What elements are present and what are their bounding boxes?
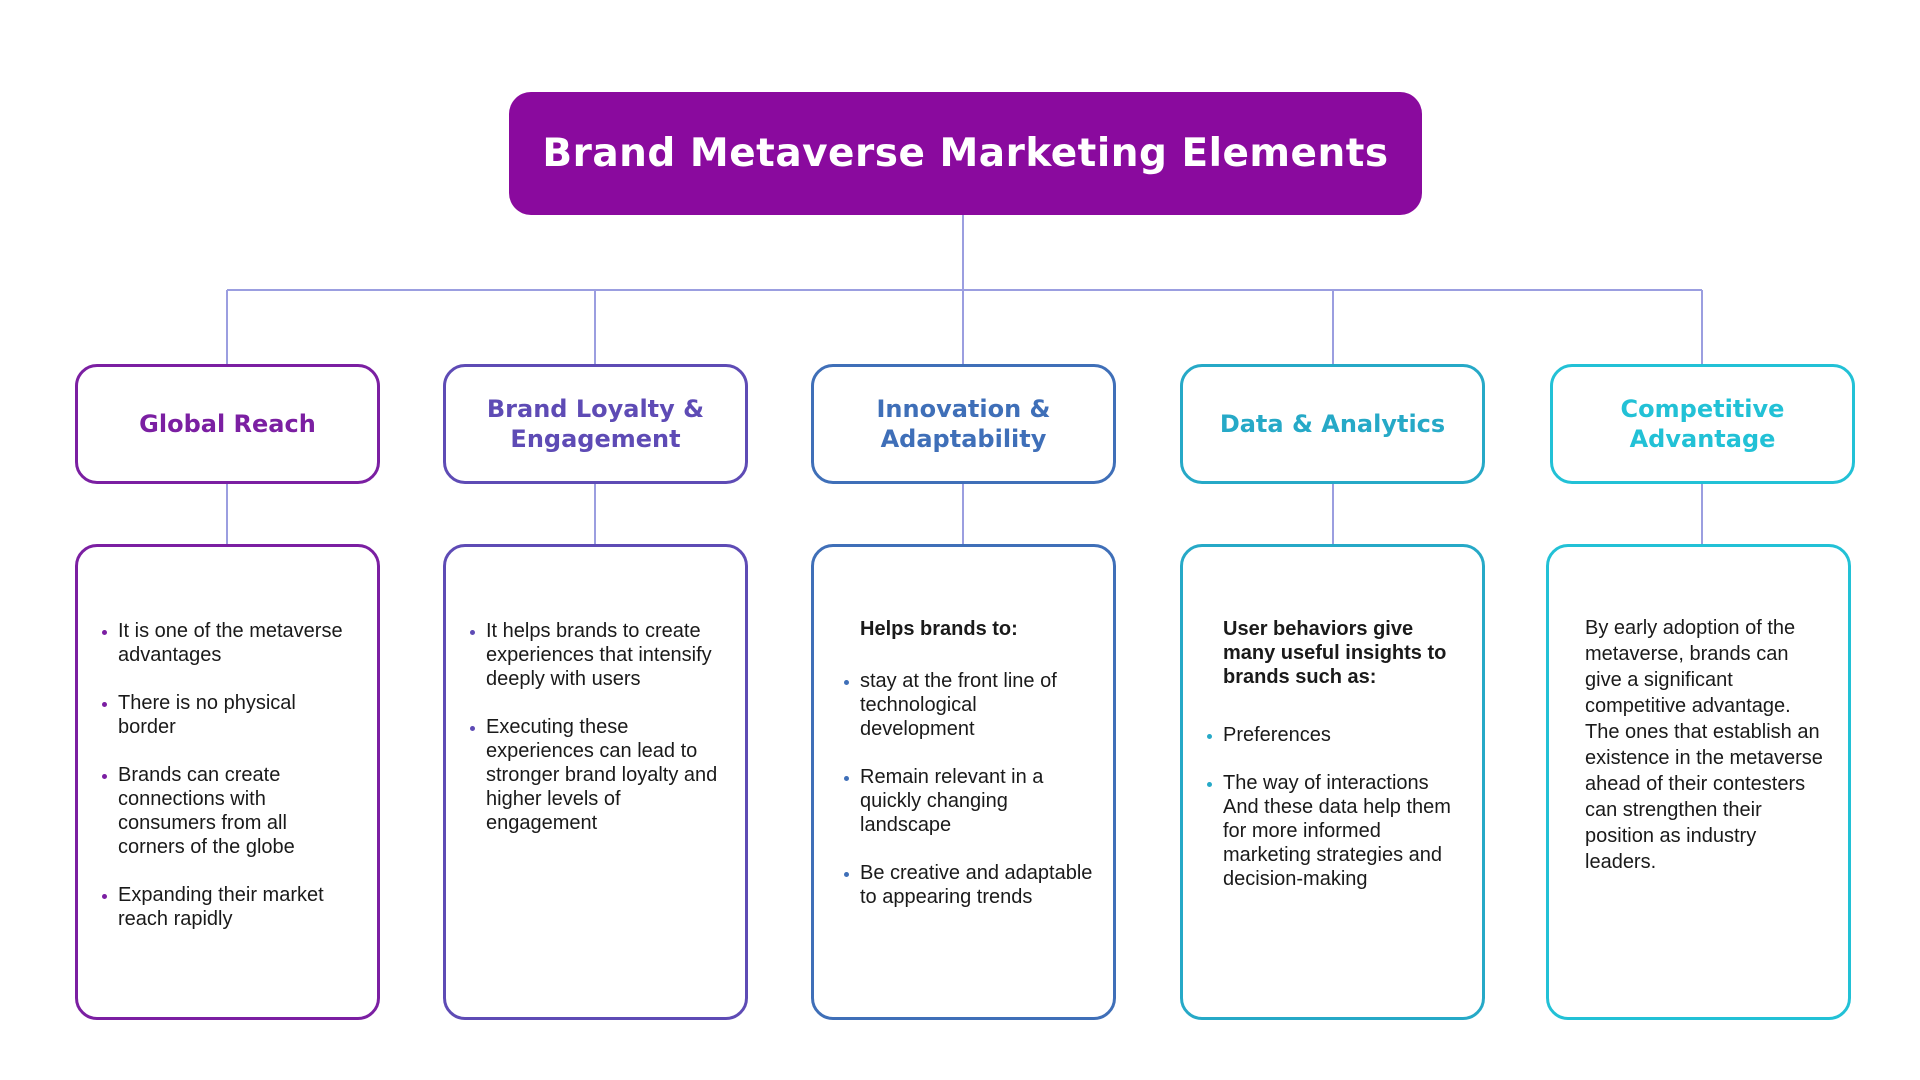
list-item: stay at the front line of technological … — [844, 669, 1095, 741]
list-item: Preferences — [1207, 723, 1464, 747]
list-item: The way of interactions And these data h… — [1207, 771, 1464, 891]
list-item: Expanding their market reach rapidly — [102, 883, 359, 931]
diagram-title: Brand Metaverse Marketing Elements — [542, 131, 1389, 176]
heading-brand-loyalty: Brand Loyalty & Engagement — [486, 395, 705, 453]
list-item: Executing these experiences can lead to … — [470, 715, 727, 835]
heading-box-innovation: Innovation & Adaptability — [811, 364, 1116, 484]
list-item: Remain relevant in a quickly changing la… — [844, 765, 1095, 837]
heading-box-competitive-advantage: Competitive Advantage — [1550, 364, 1855, 484]
intro-data-analytics: User behaviors give many useful insights… — [1223, 618, 1447, 688]
body-box-global-reach: It is one of the metaverse advantages Th… — [75, 544, 380, 1020]
heading-box-global-reach: Global Reach — [75, 364, 380, 484]
bullet-list-global-reach: It is one of the metaverse advantages Th… — [102, 619, 359, 931]
list-item: There is no physical border — [102, 691, 359, 739]
heading-box-brand-loyalty: Brand Loyalty & Engagement — [443, 364, 748, 484]
list-item: Be creative and adaptable to appearing t… — [844, 861, 1095, 909]
heading-competitive-advantage: Competitive Advantage — [1620, 395, 1785, 453]
bullet-list-data-analytics: Preferences The way of interactions And … — [1207, 723, 1464, 891]
heading-innovation: Innovation & Adaptability — [876, 395, 1051, 453]
list-item: It helps brands to create experiences th… — [470, 619, 727, 691]
list-item: It is one of the metaverse advantages — [102, 619, 359, 667]
bullet-list-innovation: stay at the front line of technological … — [844, 669, 1095, 909]
list-item: Brands can create connections with consu… — [102, 763, 359, 859]
body-box-competitive-advantage: By early adoption of the metaverse, bran… — [1546, 544, 1851, 1020]
body-box-innovation: Helps brands to: stay at the front line … — [811, 544, 1116, 1020]
heading-box-data-analytics: Data & Analytics — [1180, 364, 1485, 484]
intro-innovation: Helps brands to: — [860, 618, 1018, 640]
body-box-brand-loyalty: It helps brands to create experiences th… — [443, 544, 748, 1020]
bullet-list-brand-loyalty: It helps brands to create experiences th… — [470, 619, 727, 835]
paragraph-competitive-advantage: By early adoption of the metaverse, bran… — [1585, 617, 1823, 873]
body-box-data-analytics: User behaviors give many useful insights… — [1180, 544, 1485, 1020]
heading-data-analytics: Data & Analytics — [1219, 410, 1446, 438]
heading-global-reach: Global Reach — [139, 410, 316, 438]
title-box: Brand Metaverse Marketing Elements — [509, 92, 1422, 215]
